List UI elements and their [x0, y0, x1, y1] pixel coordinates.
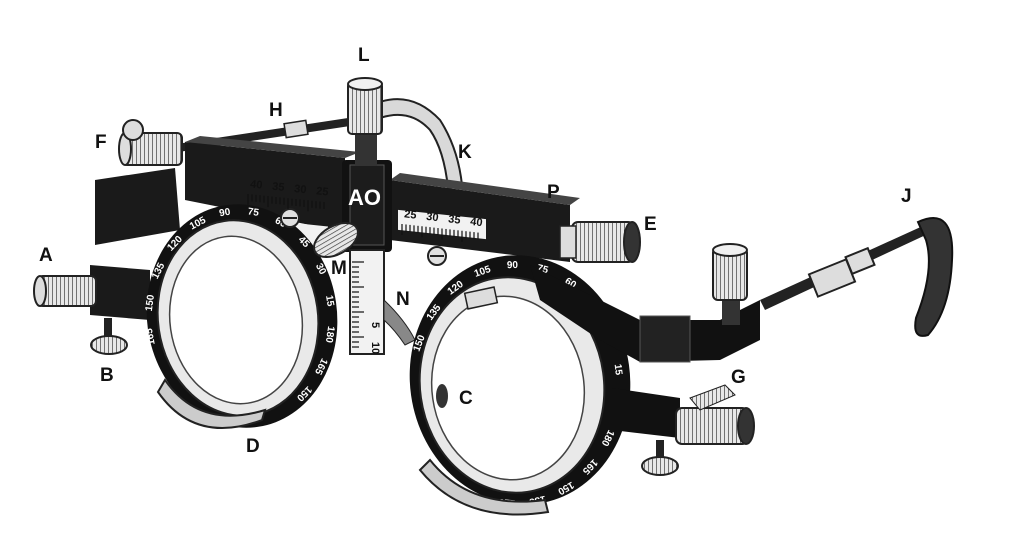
- left-dial-label: 15: [323, 295, 336, 308]
- label-g: G: [731, 367, 746, 388]
- right-bar-scale-strip: [398, 209, 486, 240]
- ao-logo: AO: [348, 185, 381, 210]
- right-dial-label: 15: [612, 363, 624, 376]
- left-top-bar: [185, 142, 345, 232]
- arm-knob-stem: [722, 295, 740, 325]
- left-lens-opening: [168, 235, 304, 405]
- g-top-clip: [689, 384, 736, 411]
- right-hinge-block: [639, 315, 691, 363]
- right-dial-label: 90: [507, 260, 519, 271]
- right-scale-label: 30: [426, 211, 440, 224]
- right-scale-label: 35: [448, 213, 462, 226]
- ear-piece-j: [914, 217, 954, 337]
- right-dial-label: 105: [473, 264, 493, 280]
- left-scale-label: 35: [272, 181, 285, 194]
- vertical-scale-label: 10: [369, 342, 381, 354]
- label-j: J: [901, 186, 912, 207]
- h-rod-clip: [283, 119, 309, 139]
- temple-clip: [844, 246, 876, 276]
- n-bridge: [383, 298, 416, 346]
- left-dial-label: 90: [218, 207, 231, 220]
- left-dial-label: 165: [144, 327, 158, 346]
- right-dial-label: 150: [412, 333, 428, 353]
- g-lower-stem: [656, 440, 664, 458]
- a-block: [90, 265, 150, 320]
- f-block: [95, 168, 180, 245]
- label-d: D: [246, 436, 260, 457]
- right-lens-clip: [418, 458, 550, 516]
- left-dial-label: 150: [144, 294, 157, 313]
- g-lower-knob: [641, 456, 679, 476]
- c-marker: [436, 384, 448, 408]
- l-stem: [355, 128, 377, 166]
- right-lens-top-tab: [463, 286, 499, 310]
- left-bar-scale: 40 35 30 25: [247, 178, 329, 212]
- left-lens-clip-d: [156, 378, 267, 429]
- e-knob-end: [623, 221, 641, 263]
- right-frame-arm: [530, 265, 760, 362]
- arm-knob-top: [712, 243, 748, 257]
- label-e: E: [644, 214, 657, 235]
- label-n: N: [396, 289, 410, 310]
- left-scale-label: 25: [316, 185, 329, 198]
- label-c: C: [459, 388, 473, 409]
- left-scale-label: 40: [250, 178, 263, 191]
- left-dial-label: 180: [323, 325, 336, 344]
- right-scale-label: 40: [470, 216, 484, 229]
- m-knob: [313, 221, 359, 259]
- left-dial-label: 75: [247, 206, 260, 219]
- label-p: P: [547, 182, 560, 203]
- a-knob-end: [33, 275, 47, 307]
- right-scale-label: 25: [404, 208, 418, 221]
- right-bar-scale: 25 30 35 40: [401, 208, 484, 242]
- left-bar-top-face: [185, 136, 360, 158]
- label-m: M: [331, 258, 347, 279]
- label-h: H: [269, 100, 283, 121]
- b-stem: [104, 318, 112, 336]
- right-bar-top-face: [390, 173, 580, 205]
- vertical-scale-label: 5: [369, 322, 381, 328]
- label-b: B: [100, 365, 114, 386]
- label-k: K: [458, 142, 472, 163]
- f-top-cap: [122, 119, 144, 141]
- b-knob: [90, 335, 128, 355]
- e-knob-collar: [559, 225, 577, 259]
- left-dial-label: 30: [313, 262, 328, 277]
- vertical-scale-labels: 5 10: [352, 261, 381, 354]
- g-knob-end: [737, 407, 755, 445]
- label-l: L: [358, 45, 370, 66]
- left-scale-label: 30: [294, 183, 307, 196]
- label-a: A: [39, 245, 53, 266]
- label-f: F: [95, 132, 107, 153]
- l-knob-top: [347, 77, 383, 91]
- g-block: [612, 388, 680, 438]
